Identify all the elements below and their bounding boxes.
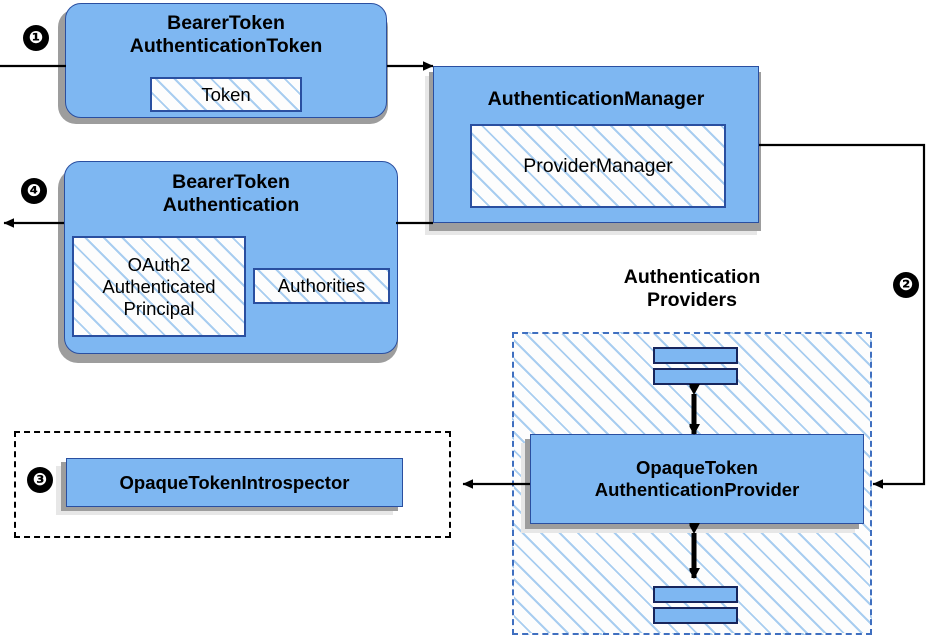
oauth2-authenticated-principal-line1: OAuth2 bbox=[127, 253, 191, 275]
provider-stack-bar-bottom-1 bbox=[653, 586, 738, 603]
bearer-token-authentication-token-label-line2: AuthenticationToken bbox=[129, 35, 323, 57]
opaque-token-introspector-label: OpaqueTokenIntrospector bbox=[119, 471, 350, 493]
inner-oauth2-authenticated-principal: OAuth2 Authenticated Principal bbox=[72, 236, 246, 337]
oauth2-authenticated-principal-line3: Principal bbox=[123, 297, 195, 319]
badge-step-2: ❷ bbox=[893, 272, 919, 298]
opaque-token-authentication-provider-label-line1: OpaqueToken bbox=[636, 457, 758, 479]
bearer-token-authentication-token-label-line1: BearerToken bbox=[167, 12, 285, 34]
bearer-token-authentication-token-label: BearerToken AuthenticationToken bbox=[66, 4, 386, 58]
opaque-token-introspector-container bbox=[14, 431, 451, 538]
bearer-token-authentication-label-line2: Authentication bbox=[162, 194, 300, 216]
inner-token-label: Token bbox=[201, 83, 251, 105]
authentication-providers-title: Authentication Providers bbox=[512, 266, 872, 312]
oauth2-authenticated-principal-line2: Authenticated bbox=[102, 275, 216, 297]
bearer-token-authentication-label: BearerToken Authentication bbox=[65, 162, 397, 217]
authentication-manager-label: AuthenticationManager bbox=[487, 88, 705, 110]
node-opaque-token-introspector[interactable]: OpaqueTokenIntrospector bbox=[66, 458, 403, 507]
badge-step-3: ❸ bbox=[27, 467, 53, 493]
inner-provider-manager: ProviderManager bbox=[470, 124, 726, 208]
badge-step-1: ❶ bbox=[23, 25, 49, 51]
authentication-providers-title-line1: Authentication bbox=[623, 266, 761, 288]
inner-token: Token bbox=[150, 77, 302, 112]
provider-stack-bar-top-1 bbox=[653, 347, 738, 364]
provider-stack-bar-bottom-2 bbox=[653, 607, 738, 624]
authentication-providers-title-line2: Providers bbox=[647, 289, 737, 311]
provider-stack-bar-top-2 bbox=[653, 368, 738, 385]
inner-provider-manager-label: ProviderManager bbox=[523, 154, 673, 177]
inner-authorities-label: Authorities bbox=[277, 275, 366, 296]
inner-authorities: Authorities bbox=[253, 268, 390, 304]
opaque-token-authentication-provider-label-line2: AuthenticationProvider bbox=[594, 479, 800, 500]
bearer-token-authentication-label-line1: BearerToken bbox=[172, 171, 290, 193]
node-opaque-token-authentication-provider[interactable]: OpaqueToken AuthenticationProvider bbox=[530, 434, 864, 524]
badge-step-4: ❹ bbox=[21, 178, 47, 204]
